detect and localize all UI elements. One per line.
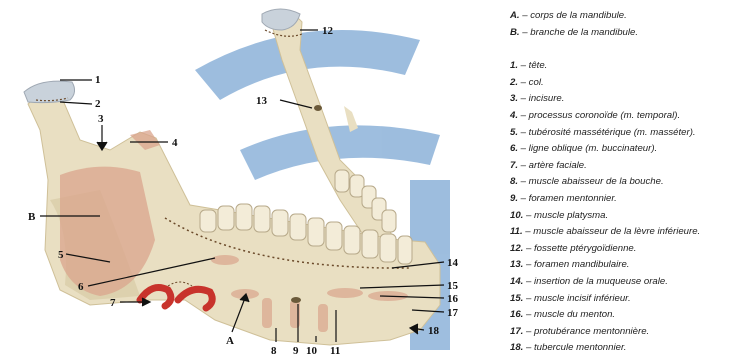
label-17: 17 — [447, 307, 459, 319]
label-8: 8 — [271, 345, 277, 356]
label-5: 5 — [58, 249, 64, 261]
mandibular-foramen — [314, 105, 322, 111]
legend-item-6: 6. – ligne oblique (m. buccinateur). — [510, 141, 756, 158]
legend-item-14: 14. – insertion de la muqueuse orale. — [510, 274, 756, 291]
legend-item-7: 7. – artère faciale. — [510, 158, 756, 175]
legend-item-4: 4. – processus coronoïde (m. temporal). — [510, 108, 756, 125]
label-7: 7 — [110, 297, 116, 309]
label-11: 11 — [330, 345, 340, 356]
mental-foramen — [291, 297, 301, 303]
legend-item-12: 12. – fossette ptérygoïdienne. — [510, 241, 756, 258]
label-10: 10 — [306, 345, 318, 356]
legend-item-8: 8. – muscle abaisseur de la bouche. — [510, 174, 756, 191]
legend-item-13: 13. – foramen mandibulaire. — [510, 257, 756, 274]
label-B: B — [28, 211, 36, 223]
label-14: 14 — [447, 257, 459, 269]
legend: A. – corps de la mandibule. B. – branche… — [510, 8, 756, 357]
legend-item-9: 9. – foramen mentonnier. — [510, 191, 756, 208]
condyle-head — [24, 81, 75, 103]
legend-item-10: 10. – muscle platysma. — [510, 208, 756, 225]
legend-region-A: A. – corps de la mandibule. — [510, 8, 756, 25]
label-18: 18 — [428, 325, 440, 337]
legend-item-11: 11. – muscle abaisseur de la lèvre infér… — [510, 224, 756, 241]
legend-item-2: 2. – col. — [510, 75, 756, 92]
legend-item-15: 15. – muscle incisif inférieur. — [510, 291, 756, 308]
legend-item-16: 16. – muscle du menton. — [510, 307, 756, 324]
legend-item-1: 1. – tête. — [510, 58, 756, 75]
label-15: 15 — [447, 280, 459, 292]
label-A: A — [226, 335, 234, 347]
legend-item-3: 3. – incisure. — [510, 91, 756, 108]
label-4: 4 — [172, 137, 178, 149]
legend-item-18: 18. – tubercule mentonnier. — [510, 340, 756, 357]
label-3: 3 — [98, 113, 104, 125]
legend-item-17: 17. – protubérance mentonnière. — [510, 324, 756, 341]
label-2: 2 — [95, 98, 101, 110]
legend-spacer — [510, 41, 756, 58]
label-6: 6 — [78, 281, 84, 293]
label-13: 13 — [256, 95, 268, 107]
legend-region-B: B. – branche de la mandibule. — [510, 25, 756, 42]
label-12: 12 — [322, 25, 334, 37]
label-16: 16 — [447, 293, 459, 305]
label-1: 1 — [95, 74, 101, 86]
legend-item-5: 5. – tubérosité massétérique (m. masséte… — [510, 125, 756, 142]
label-9: 9 — [293, 345, 299, 356]
